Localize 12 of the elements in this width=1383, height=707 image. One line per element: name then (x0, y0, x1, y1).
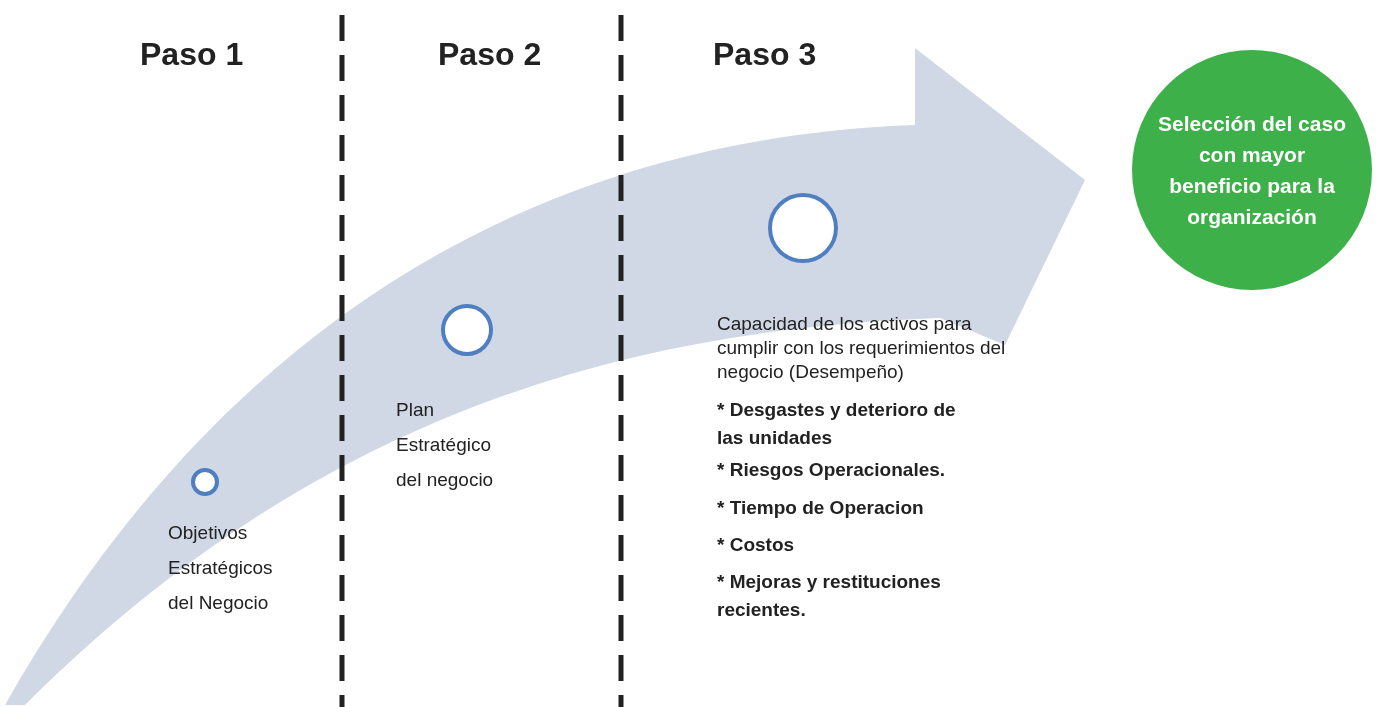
step-description: Objetivos Estratégicos del Negocio (168, 521, 274, 615)
step-description: * Costos (717, 533, 796, 557)
step-description: Capacidad de los activos para cumplir con los requerimientos del negocio (Desempeño) (717, 312, 1007, 384)
step-description: Plan Estratégico del negocio (396, 398, 495, 492)
step-description: * Tiempo de Operacion (717, 496, 925, 520)
step-description: * Mejoras y restituciones recientes. (717, 570, 942, 622)
result-text: Selección del caso con mayor beneficio para la organización (1157, 111, 1347, 230)
step-description: * Desgastes y deterioro de las unidades (717, 398, 957, 450)
step-heading: Paso 2 (438, 36, 542, 73)
step-heading: Paso 3 (713, 36, 817, 73)
step-description: * Riesgos Operacionales. (717, 458, 947, 482)
step-heading: Paso 1 (140, 36, 244, 73)
